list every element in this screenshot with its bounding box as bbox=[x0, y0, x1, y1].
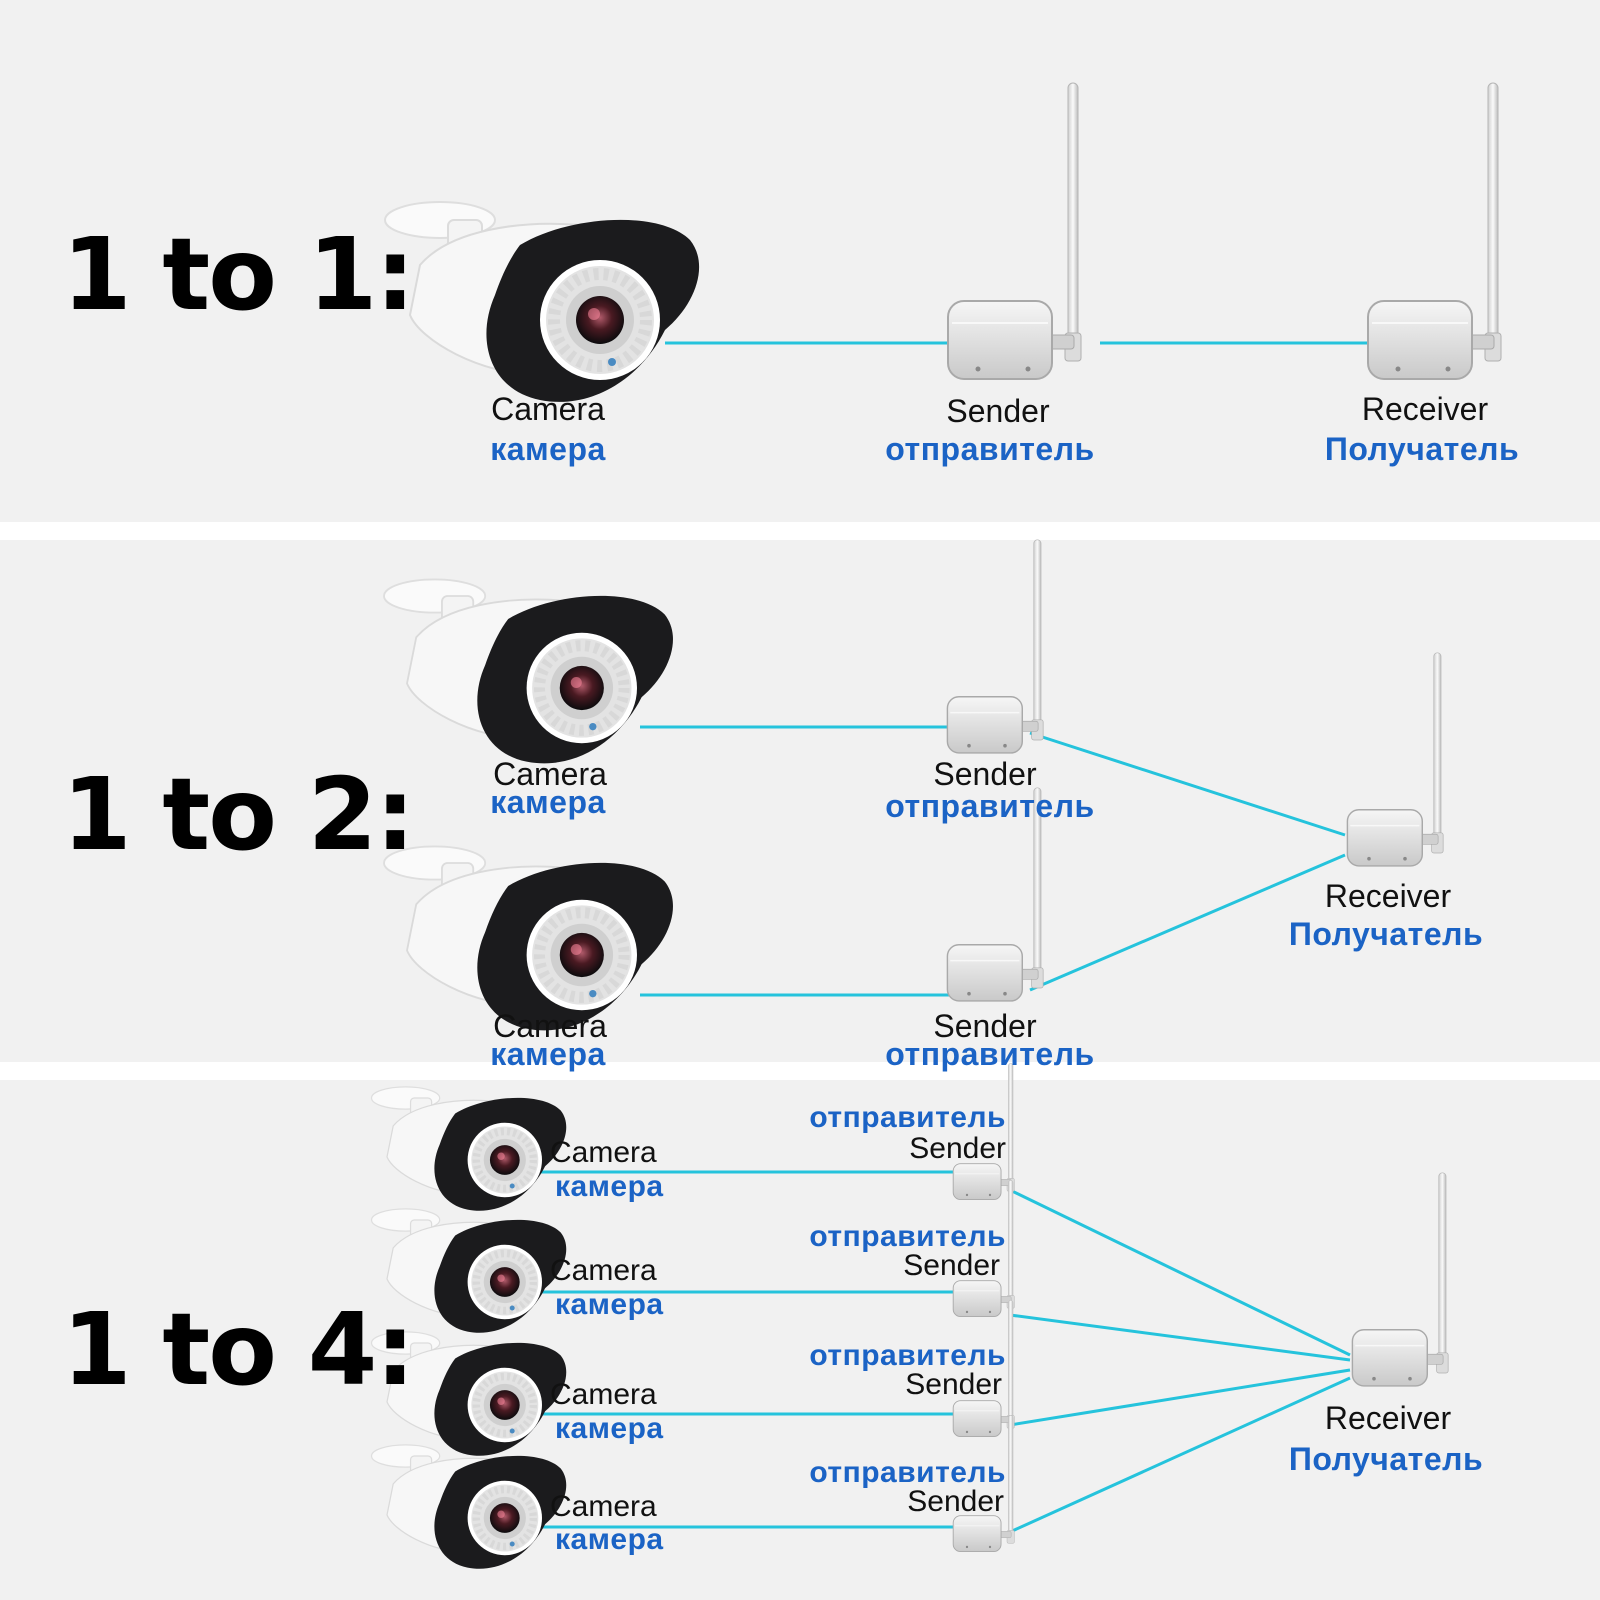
camera-icon bbox=[372, 1087, 567, 1211]
receiver-label: Receiver bbox=[1324, 878, 1452, 914]
section-title: 1 to 1: bbox=[62, 216, 415, 333]
camera-label-ru: камера bbox=[555, 1170, 664, 1203]
sender-label-ru: отправитель bbox=[809, 1220, 1006, 1253]
links-1-to-2 bbox=[640, 725, 1346, 997]
camera-label-ru: камера bbox=[555, 1288, 664, 1321]
panel-1-to-2 bbox=[0, 540, 1600, 1062]
panel-1-to-4 bbox=[0, 1080, 1600, 1600]
camera-label-ru: камера bbox=[555, 1523, 664, 1556]
links-1-to-4 bbox=[540, 1170, 1351, 1534]
receiver-label-ru: Получатель bbox=[1288, 916, 1484, 952]
sender-label-ru: отправитель bbox=[809, 1456, 1006, 1489]
sender-label-ru: отправитель bbox=[885, 788, 1095, 824]
camera-icon bbox=[372, 1445, 567, 1569]
sender-label-ru: отправитель bbox=[809, 1101, 1006, 1134]
receiver-label-ru: Получатель bbox=[1288, 1441, 1484, 1477]
camera-label-ru: камера bbox=[490, 1036, 606, 1072]
camera-icon bbox=[385, 202, 699, 402]
receiver-label-ru: Получатель bbox=[1324, 431, 1520, 467]
panel-1-to-1 bbox=[0, 0, 1600, 522]
receiver-label: Receiver bbox=[1324, 1400, 1452, 1436]
sender-label: Sender bbox=[946, 393, 1050, 429]
camera-label: Camera bbox=[493, 1008, 607, 1044]
section-title: 1 to 2: bbox=[62, 756, 415, 873]
camera-label: Camera bbox=[550, 1136, 657, 1169]
sender-label: Sender bbox=[903, 1249, 1000, 1282]
camera-label: Camera bbox=[550, 1378, 657, 1411]
sender-device-icon bbox=[947, 82, 1082, 380]
sender-label-ru: отправитель bbox=[809, 1339, 1006, 1372]
receiver-label: Receiver bbox=[1361, 391, 1489, 427]
camera-label-ru: камера bbox=[490, 784, 606, 820]
camera-icon bbox=[384, 579, 673, 763]
sender-label: Sender bbox=[907, 1485, 1004, 1518]
sender-label-ru: отправитель bbox=[885, 431, 1095, 467]
sender-device-icon bbox=[946, 539, 1044, 754]
sender-label: Sender bbox=[933, 1008, 1037, 1044]
camera-label: Camera bbox=[550, 1254, 657, 1287]
receiver-device-icon bbox=[1351, 1172, 1449, 1387]
sender-label: Sender bbox=[933, 756, 1037, 792]
sender-label: Sender bbox=[909, 1132, 1006, 1165]
camera-label: Camera bbox=[550, 1490, 657, 1523]
camera-label: Camera bbox=[491, 391, 605, 427]
camera-label-ru: камера bbox=[555, 1412, 664, 1445]
receiver-device-icon bbox=[1346, 652, 1444, 867]
section-title: 1 to 4: bbox=[62, 1291, 415, 1408]
sender-label: Sender bbox=[905, 1368, 1002, 1401]
camera-icon bbox=[384, 846, 673, 1030]
receiver-device-icon bbox=[1367, 82, 1502, 380]
camera-label: Camera bbox=[493, 756, 607, 792]
camera-label-ru: камера bbox=[490, 431, 606, 467]
sender-label-ru: отправитель bbox=[885, 1036, 1095, 1072]
